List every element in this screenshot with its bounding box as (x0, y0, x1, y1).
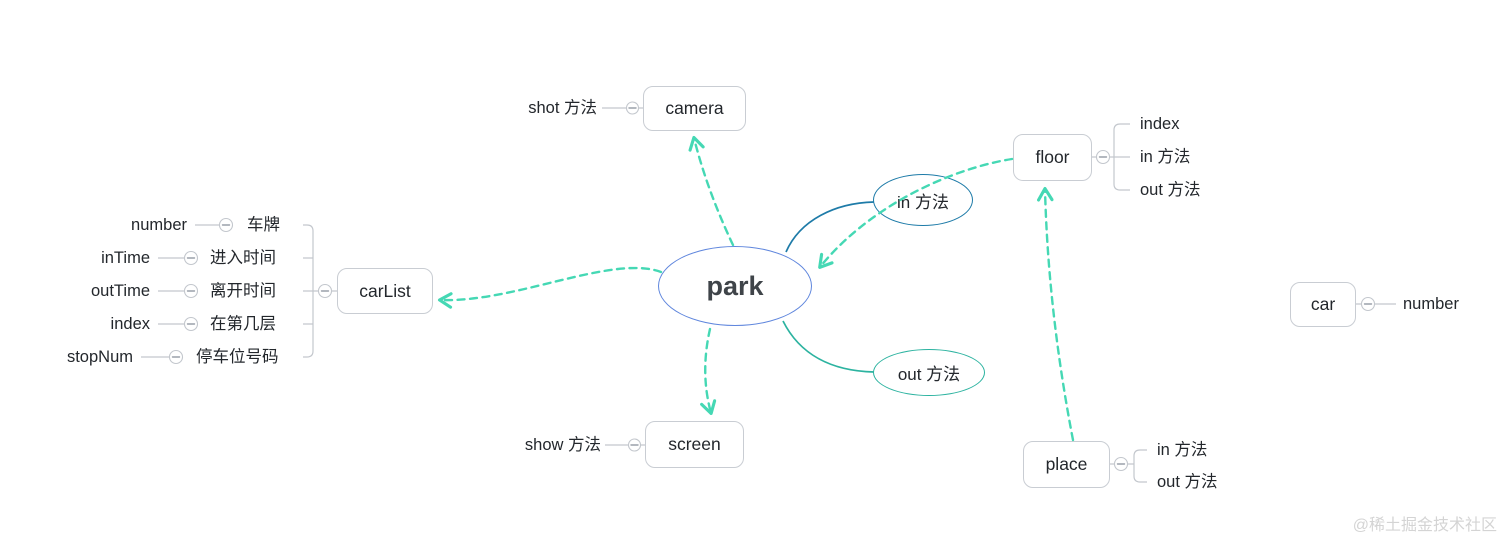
node-carlist-label: carList (359, 280, 411, 301)
node-carlist[interactable]: carList (337, 268, 433, 314)
relation-park-to-screen[interactable] (700, 327, 717, 416)
node-camera[interactable]: camera (643, 86, 746, 131)
topic-floor-out-method[interactable]: out 方法 (1140, 180, 1201, 199)
node-park-label: park (706, 270, 764, 301)
watermark: @稀土掘金技术社区 (1352, 517, 1497, 534)
node-place-label: place (1045, 454, 1088, 474)
collapse-button-carlist-row-4[interactable] (183, 316, 199, 332)
collapse-button-carlist-row-1[interactable] (218, 217, 234, 233)
node-out-method[interactable]: out 方法 (873, 349, 985, 396)
topic-floor-in-method[interactable]: in 方法 (1140, 147, 1191, 166)
collapse-button-screen[interactable] (627, 438, 642, 452)
topic-carlist-value-spot-number[interactable]: 停车位号码 (196, 347, 279, 366)
topic-shot-method[interactable]: shot 方法 (528, 98, 597, 117)
topic-place-in-method[interactable]: in 方法 (1157, 440, 1208, 459)
collapse-button-carlist-row-2[interactable] (183, 250, 199, 266)
topic-carlist-key-stopnum[interactable]: stopNum (66, 347, 133, 366)
collapse-button-car[interactable] (1360, 296, 1376, 312)
topic-carlist-key-intime[interactable]: inTime (101, 248, 150, 267)
topic-show-method[interactable]: show 方法 (524, 435, 601, 454)
node-floor-label: floor (1035, 147, 1070, 167)
collapse-button-carlist-row-5[interactable] (168, 349, 184, 365)
node-camera-label: camera (665, 98, 724, 118)
node-car[interactable]: car (1290, 282, 1356, 327)
node-screen-label: screen (668, 434, 721, 454)
relation-park-to-camera[interactable] (688, 135, 735, 247)
topic-carlist-value-floor-level[interactable]: 在第几层 (210, 314, 276, 333)
place-children-bracket (1110, 449, 1147, 483)
relation-park-to-carlist[interactable] (437, 266, 663, 309)
node-in-method[interactable]: in 方法 (873, 174, 973, 226)
topic-carlist-key-index[interactable]: index (110, 314, 150, 333)
branch-park-in-method (785, 201, 875, 253)
topic-carlist-value-entry-time[interactable]: 进入时间 (210, 248, 276, 267)
branch-park-out-method (782, 320, 875, 373)
relation-place-to-floor[interactable] (1036, 186, 1075, 442)
topic-carlist-value-plate[interactable]: 车牌 (247, 215, 280, 234)
node-car-label: car (1310, 294, 1336, 314)
topic-carlist-value-leave-time[interactable]: 离开时间 (210, 281, 276, 300)
node-park[interactable]: park (658, 246, 812, 326)
carlist-row-wires (141, 224, 220, 358)
collapse-button-floor[interactable] (1095, 149, 1111, 165)
node-place[interactable]: place (1023, 441, 1110, 488)
topic-carlist-key-number[interactable]: number (131, 215, 187, 234)
topic-car-number[interactable]: number (1403, 294, 1459, 313)
topic-place-out-method[interactable]: out 方法 (1157, 472, 1218, 491)
topic-floor-index[interactable]: index (1140, 114, 1180, 133)
node-out-method-label: out 方法 (897, 365, 961, 384)
floor-children-bracket (1092, 123, 1130, 191)
topic-carlist-key-outtime[interactable]: outTime (91, 281, 150, 300)
collapse-button-camera[interactable] (625, 101, 640, 115)
carlist-children-bracket (303, 224, 337, 358)
node-floor[interactable]: floor (1013, 134, 1092, 181)
node-in-method-label: in 方法 (897, 192, 949, 212)
collapse-button-carlist[interactable] (317, 283, 333, 299)
collapse-button-place[interactable] (1113, 456, 1129, 472)
node-screen[interactable]: screen (645, 421, 744, 468)
collapse-button-carlist-row-3[interactable] (183, 283, 199, 299)
